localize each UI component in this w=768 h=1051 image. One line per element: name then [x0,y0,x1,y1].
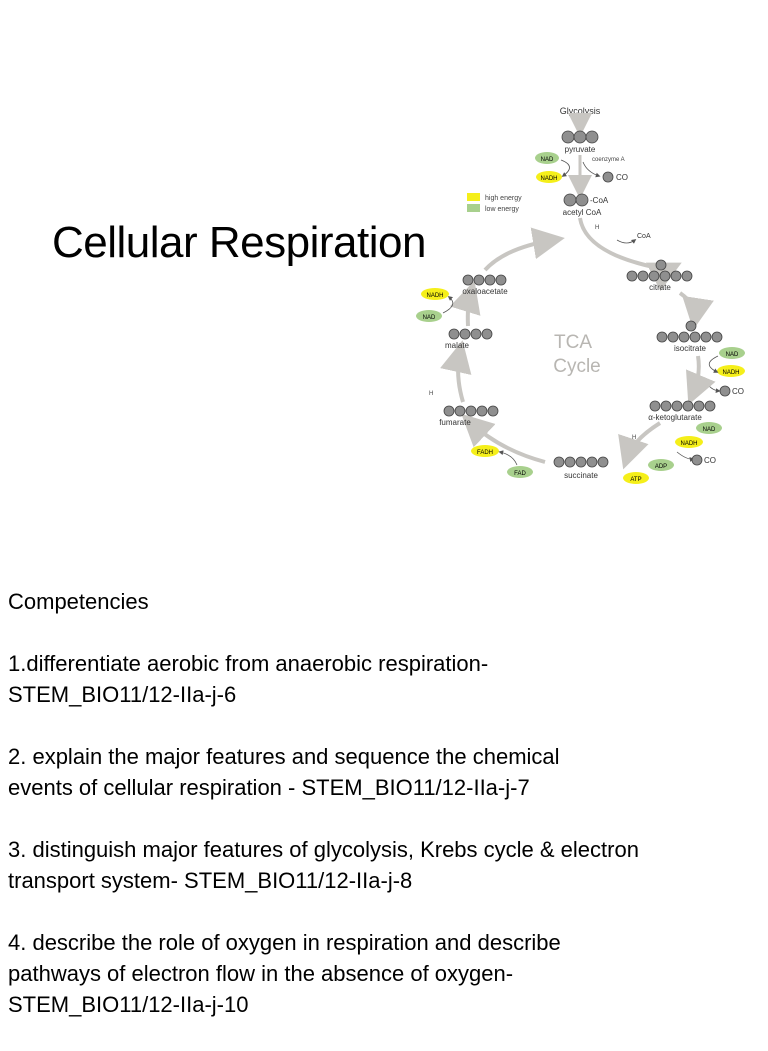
nadh-label-2: NADH [722,370,739,376]
competency-text: pathways of electron flow in the absence… [8,961,514,986]
tca-cycle-diagram: high energy low energy Glycolysis pyruva… [405,100,750,500]
isocitrate-carbons [656,320,723,343]
fad-label: FAD [514,471,526,477]
pyruvate-carbons [561,130,599,144]
citrate-label: citrate [649,283,671,292]
oxaloacetate-carbons [462,274,507,286]
co2-label-2: CO [732,387,744,396]
legend-high-swatch [467,193,480,201]
coenzyme-a-label: coenzyme A [592,157,625,163]
fumarate-carbons [443,405,499,417]
competency-text: events of cellular respiration - STEM_BI… [8,775,530,800]
acetyl-coa-label: acetyl CoA [563,208,602,217]
competency-code: STEM_BIO11/12-IIa-j-6 [8,682,237,707]
adp-pill [648,459,674,471]
fumarate-label: fumarate [439,418,471,427]
tca-center-line1: TCA [554,332,592,353]
adp-label: ADP [655,464,667,470]
acetyl-coa-carbons [563,193,589,207]
competencies-section: Competencies 1.differentiate aerobic fro… [8,586,763,1051]
nadh-label-3: NADH [680,441,697,447]
competency-item: 3. distinguish major features of glycoly… [8,834,763,896]
competency-text: 1.differentiate aerobic from anaerobic r… [8,651,489,676]
alpha-ketoglutarate-carbons [649,400,716,412]
competency-text: transport system- STEM_BIO11/12-IIa-j-8 [8,868,413,893]
coa-released-label: CoA [637,233,651,240]
fadh-label: FADH [477,450,493,456]
co2-label-3: CO [704,456,716,465]
legend-low-swatch [467,204,480,212]
slide-title: Cellular Respiration [52,218,426,267]
competency-item: 1.differentiate aerobic from anaerobic r… [8,648,763,710]
nad-label-4: NAD [423,315,436,321]
competency-text: 3. distinguish major features of glycoly… [8,837,639,862]
competency-text: 2. explain the major features and sequen… [8,744,560,769]
nad-pill-2 [719,347,745,359]
nadh-pill-1 [536,171,562,183]
nadh-pill-2 [717,365,745,377]
nadh-label-4: NADH [426,293,443,299]
nad-label-3: NAD [703,427,716,433]
alpha-ketoglutarate-label: α-ketoglutarate [648,413,702,422]
nadh-label-1: NADH [540,176,557,182]
nad-pill-1 [535,152,559,164]
competency-item: 2. explain the major features and sequen… [8,741,763,803]
coa-suffix: -CoA [590,196,609,205]
succinate-carbons [553,456,609,468]
h2o-label-1: H [595,225,599,231]
competency-code: STEM_BIO11/12-IIa-j-10 [8,992,249,1017]
tca-center-line2: Cycle [553,356,601,377]
malate-carbons [448,328,493,340]
citrate-carbons [626,259,693,282]
fadh-pill [471,445,499,457]
atp-pill [623,472,649,484]
glycolysis-label: Glycolysis [560,106,601,116]
atp-label: ATP [630,477,641,483]
pyruvate-label: pyruvate [565,145,596,154]
nad-pill-3 [696,422,722,434]
co2-label-1: CO [616,173,628,182]
nad-label-2: NAD [726,352,739,358]
competency-text: 4. describe the role of oxygen in respir… [8,930,561,955]
succinate-label: succinate [564,471,598,480]
competencies-heading: Competencies [8,589,149,614]
nadh-pill-4 [421,288,449,300]
legend: high energy low energy [467,193,522,213]
malate-label: malate [445,341,470,350]
h2o-label-3: H [429,391,433,397]
isocitrate-label: isocitrate [674,344,707,353]
legend-low-label: low energy [485,206,519,213]
oxaloacetate-label: oxaloacetate [462,287,508,296]
nadh-pill-3 [675,436,703,448]
fad-pill [507,466,533,478]
legend-high-label: high energy [485,195,522,202]
nad-label-1: NAD [541,157,554,163]
competency-item: 4. describe the role of oxygen in respir… [8,927,763,1020]
nad-pill-4 [416,310,442,322]
